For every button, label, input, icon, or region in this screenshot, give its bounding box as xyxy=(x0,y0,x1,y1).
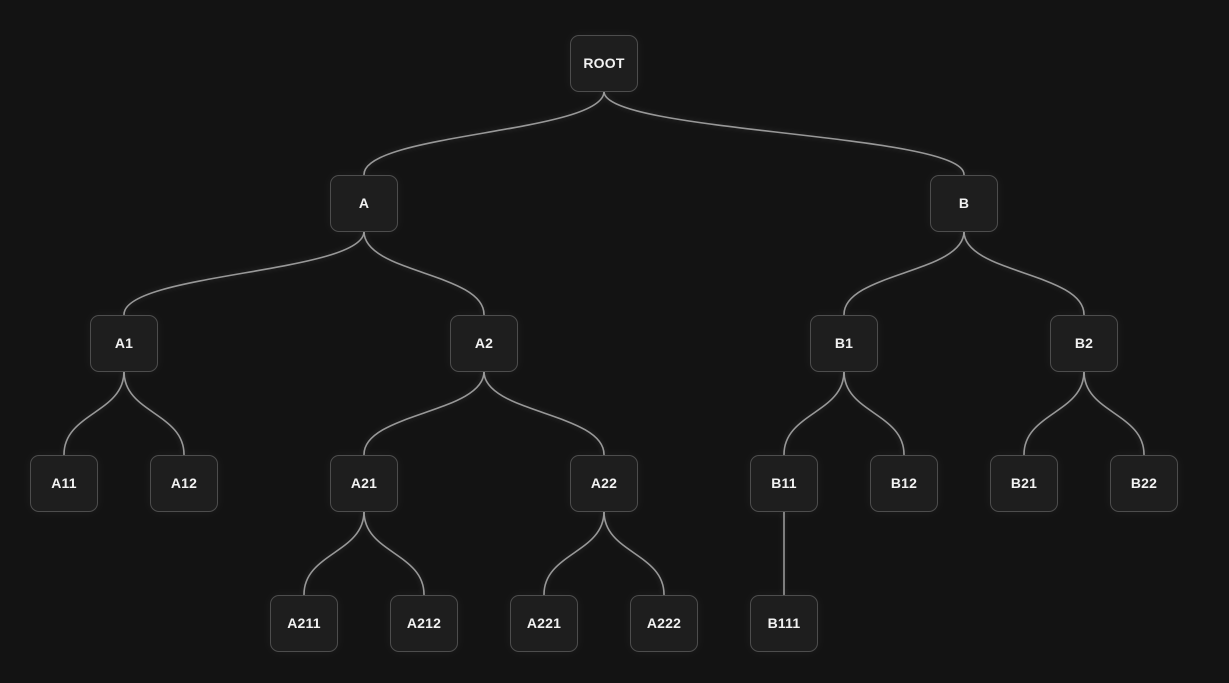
tree-node-A211[interactable]: A211 xyxy=(270,594,338,652)
tree-node-label: A22 xyxy=(590,475,618,491)
tree-node-A11[interactable]: A11 xyxy=(30,454,98,512)
tree-edge-ROOT-A xyxy=(363,90,605,176)
tree-node-label: A221 xyxy=(526,615,562,631)
tree-node-A22[interactable]: A22 xyxy=(570,454,638,512)
tree-node-A1[interactable]: A1 xyxy=(90,314,158,372)
tree-node-B2[interactable]: B2 xyxy=(1050,314,1118,372)
tree-edge-A21-A211 xyxy=(303,510,365,596)
tree-node-A[interactable]: A xyxy=(330,174,398,232)
tree-edge-B1-B11 xyxy=(783,370,845,456)
tree-edge-B-B1 xyxy=(843,230,965,316)
tree-edge-A2-A22 xyxy=(483,370,605,456)
tree-edge-A1-A12 xyxy=(123,370,185,456)
tree-edge-A21-A212 xyxy=(363,510,425,596)
tree-node-A2[interactable]: A2 xyxy=(450,314,518,372)
tree-edge-A1-A11 xyxy=(63,370,125,456)
tree-edge-A22-A221 xyxy=(543,510,605,596)
tree-node-label: A xyxy=(358,195,370,211)
tree-node-B22[interactable]: B22 xyxy=(1110,454,1178,512)
tree-edge-B-B2 xyxy=(963,230,1085,316)
tree-node-A21[interactable]: A21 xyxy=(330,454,398,512)
tree-node-label: A12 xyxy=(170,475,198,491)
tree-node-B11[interactable]: B11 xyxy=(750,454,818,512)
tree-node-label: B22 xyxy=(1130,475,1158,491)
tree-node-label: B2 xyxy=(1074,335,1094,351)
tree-node-label: B xyxy=(958,195,970,211)
tree-node-A222[interactable]: A222 xyxy=(630,594,698,652)
tree-node-B21[interactable]: B21 xyxy=(990,454,1058,512)
tree-edge-B2-B21 xyxy=(1023,370,1085,456)
tree-node-B1[interactable]: B1 xyxy=(810,314,878,372)
tree-node-label: A1 xyxy=(114,335,134,351)
tree-node-label: A11 xyxy=(51,475,77,491)
tree-edge-B1-B12 xyxy=(843,370,905,456)
tree-edge-A-A2 xyxy=(363,230,485,316)
tree-edge-A-A1 xyxy=(123,230,365,316)
tree-node-B[interactable]: B xyxy=(930,174,998,232)
tree-node-label: A222 xyxy=(646,615,682,631)
tree-node-B111[interactable]: B111 xyxy=(750,594,818,652)
tree-node-label: A2 xyxy=(474,335,494,351)
tree-node-label: B111 xyxy=(767,615,801,631)
tree-node-A212[interactable]: A212 xyxy=(390,594,458,652)
tree-edge-B2-B22 xyxy=(1083,370,1145,456)
tree-node-ROOT[interactable]: ROOT xyxy=(570,34,638,92)
tree-node-label: B11 xyxy=(771,475,797,491)
tree-edge-ROOT-B xyxy=(603,90,965,176)
tree-edge-A22-A222 xyxy=(603,510,665,596)
tree-node-label: B21 xyxy=(1010,475,1038,491)
tree-node-label: A21 xyxy=(350,475,378,491)
tree-node-label: B12 xyxy=(890,475,918,491)
tree-node-A221[interactable]: A221 xyxy=(510,594,578,652)
tree-node-A12[interactable]: A12 xyxy=(150,454,218,512)
tree-node-label: B1 xyxy=(834,335,854,351)
tree-node-B12[interactable]: B12 xyxy=(870,454,938,512)
tree-edge-A2-A21 xyxy=(363,370,485,456)
tree-node-label: A211 xyxy=(287,615,321,631)
tree-node-label: A212 xyxy=(406,615,442,631)
tree-node-label: ROOT xyxy=(583,55,625,71)
